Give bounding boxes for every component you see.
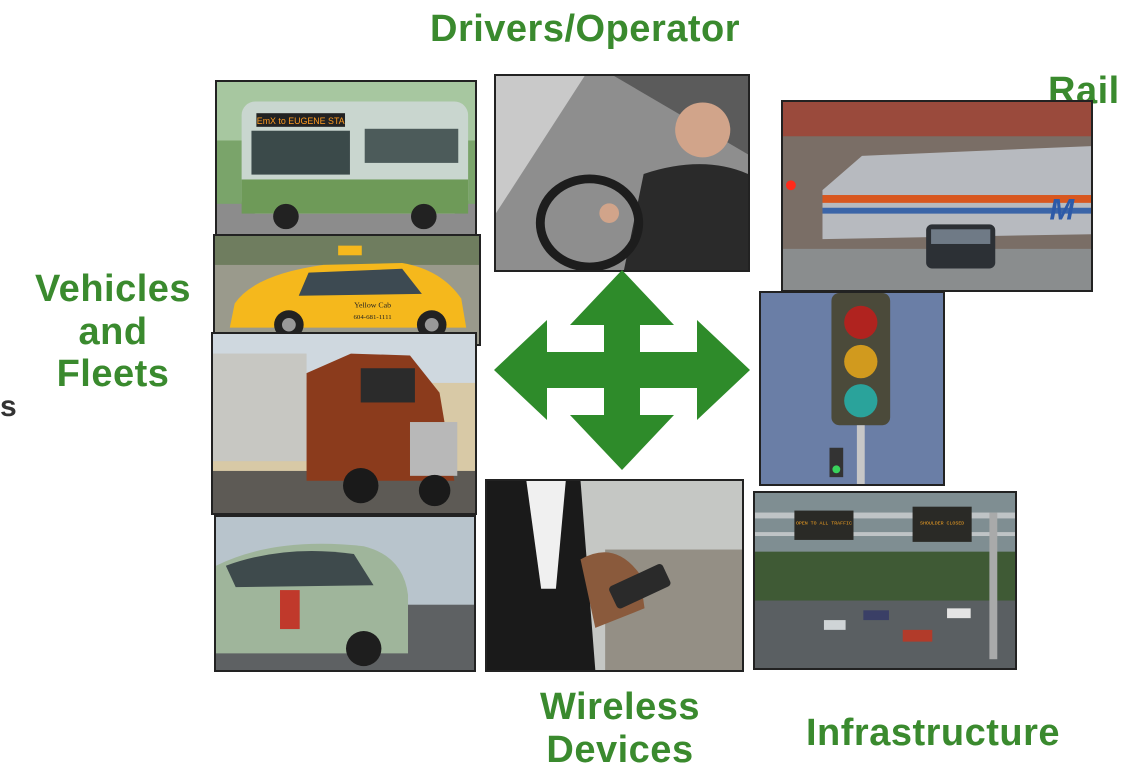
taxi-brand-text: Yellow Cab (354, 300, 391, 309)
taxi-phone-text: 604-681-1111 (353, 314, 391, 321)
infrastructure-label: Infrastructure (806, 712, 1061, 754)
sign-right-text: SHOULDER CLOSED (920, 520, 964, 526)
vehicles-label-line-3: Fleets (56, 353, 170, 396)
bus-sign-text: EmX to EUGENE STA (257, 116, 345, 126)
four-way-arrow-icon (494, 270, 750, 470)
train-logo-text: M (1050, 194, 1076, 227)
wireless-label-line-1: Wireless (540, 686, 700, 728)
edge-fragment: s (0, 390, 17, 423)
traffic-light-photo (759, 291, 945, 486)
bus-photo: EmX to EUGENE STA (215, 80, 477, 238)
taxi-photo: Yellow Cab 604-681-1111 (213, 234, 481, 346)
train-photo: M (781, 100, 1093, 292)
wireless-label-line-2: Devices (546, 728, 694, 771)
highway-sign-photo: OPEN TO ALL TRAFFIC SHOULDER CLOSED (753, 491, 1017, 670)
wireless-device-photo (485, 479, 744, 672)
driver-photo (494, 74, 750, 272)
truck-photo (211, 332, 477, 515)
wireless-devices-label: Wireless Devices (515, 686, 725, 771)
vehicles-label-line-1: Vehicles (34, 268, 192, 310)
vehicles-fleets-label: Vehicles and Fleets (18, 268, 208, 396)
vehicles-label-line-2: and (78, 310, 148, 353)
car-photo (214, 515, 476, 672)
sign-left-text: OPEN TO ALL TRAFFIC (796, 520, 852, 526)
drivers-operator-label: Drivers/Operator (430, 8, 741, 50)
